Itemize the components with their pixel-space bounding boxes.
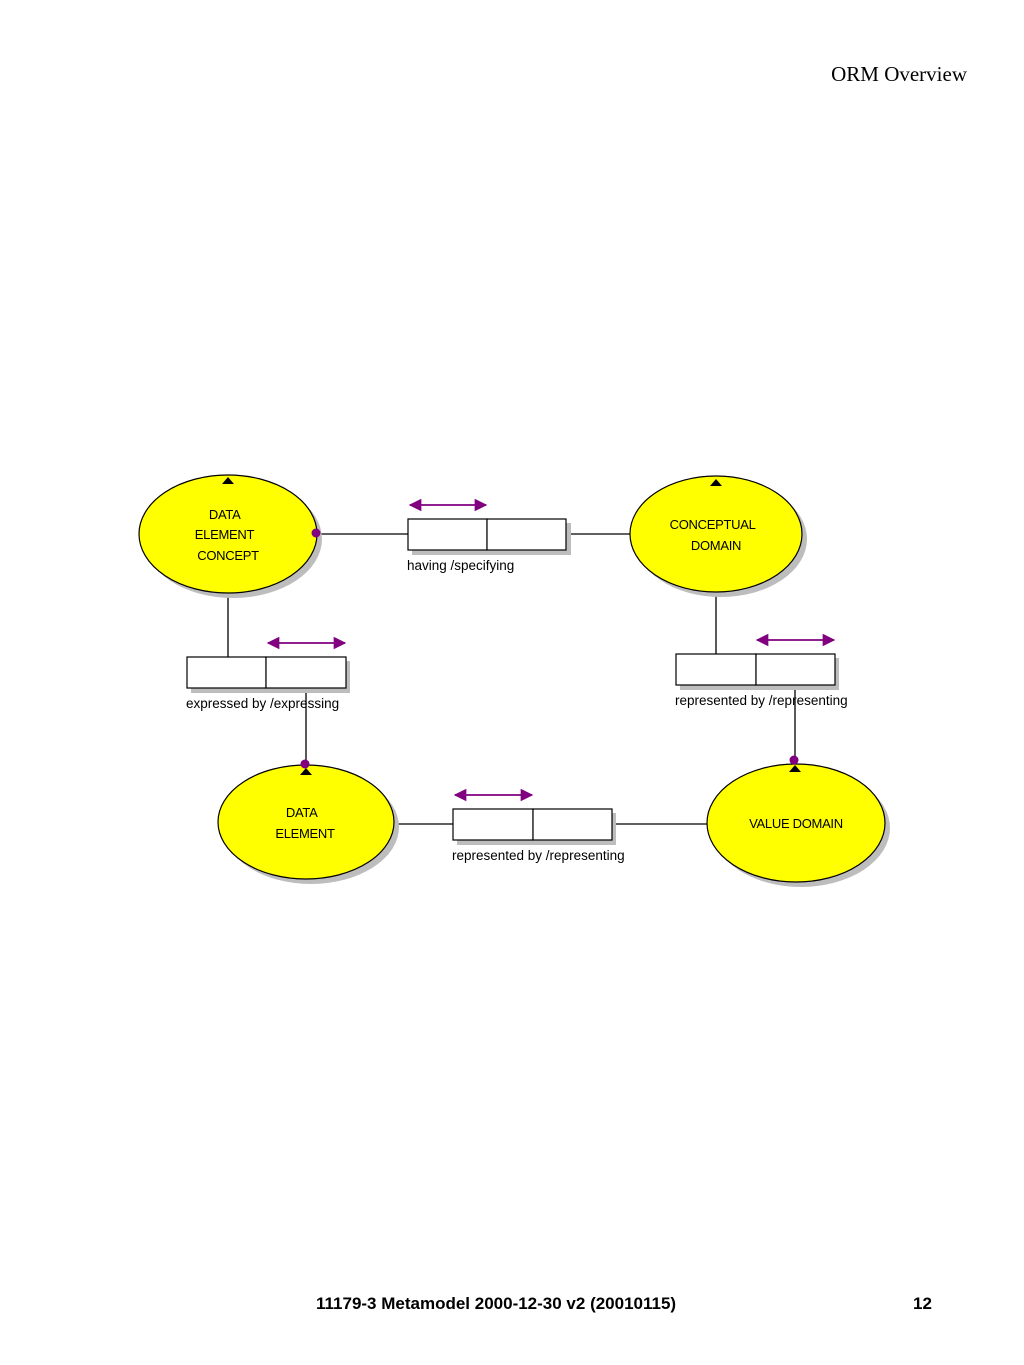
svg-text:VALUE DOMAIN: VALUE DOMAIN — [749, 816, 843, 831]
page-title: ORM Overview — [831, 62, 967, 86]
role-box — [186, 656, 267, 689]
entity-conceptual-domain[interactable]: CONCEPTUAL DOMAIN — [629, 475, 807, 597]
mandatory-dot-icon — [789, 755, 799, 765]
page-number: 12 — [913, 1294, 932, 1313]
fact-type-expressed[interactable]: expressed by /expressing — [186, 636, 350, 711]
entity-data-element-concept[interactable]: DATA ELEMENT CONCEPT — [138, 474, 322, 598]
svg-text:CONCEPTUAL DOMAIN: CONCEPTUAL DOMAIN — [670, 517, 759, 553]
entity-label-line: VALUE DOMAIN — [749, 816, 843, 831]
role-box — [407, 518, 488, 551]
fact-type-represented-cd[interactable]: represented by /representing — [675, 633, 848, 708]
fact-label: having /specifying — [407, 558, 514, 573]
fact-type-having[interactable]: having /specifying — [407, 498, 571, 573]
entity-ellipse — [629, 475, 803, 593]
role-box — [755, 653, 836, 686]
svg-text:DATA ELEMENT CONCE: DATA ELEMENT CONCEPT — [195, 507, 259, 563]
triangle-icon — [222, 477, 234, 484]
entity-value-domain[interactable]: VALUE DOMAIN — [706, 755, 890, 888]
role-box — [675, 653, 757, 686]
entity-label-line: ELEMENT — [275, 826, 335, 841]
entity-label-line: CONCEPTUAL — [670, 517, 756, 532]
triangle-icon — [300, 768, 312, 775]
fact-label: expressed by /expressing — [186, 696, 339, 711]
fact-label: represented by /representing — [452, 848, 625, 863]
entity-ellipse — [217, 764, 395, 880]
fact-label: represented by /representing — [675, 693, 848, 708]
role-box — [265, 656, 347, 689]
entity-label-line: DATA — [209, 507, 241, 522]
mandatory-dot-icon — [300, 759, 310, 769]
footer-document-id: 11179-3 Metamodel 2000-12-30 v2 (2001011… — [316, 1294, 677, 1313]
fact-type-represented-de[interactable]: represented by /representing — [452, 788, 625, 863]
role-box — [486, 518, 567, 551]
role-box — [452, 808, 534, 841]
entity-data-element[interactable]: DATA ELEMENT — [217, 759, 399, 885]
entity-label-line: DOMAIN — [691, 538, 741, 553]
svg-text:DATA ELEMENT: DATA ELEMENT — [275, 805, 335, 841]
triangle-icon — [710, 479, 722, 486]
triangle-icon — [789, 765, 801, 772]
entity-label-line: ELEMENT — [195, 527, 255, 542]
entity-label-line: DATA — [286, 805, 318, 820]
mandatory-dot-icon — [311, 528, 321, 538]
role-box — [532, 808, 613, 841]
entity-label-line: CONCEPT — [197, 548, 259, 563]
connectors — [227, 533, 796, 825]
